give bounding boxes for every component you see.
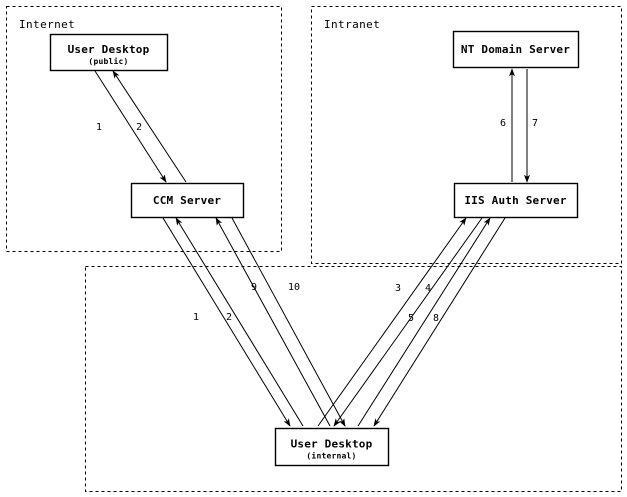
flow-arrow-flow-4 [333, 217, 483, 427]
flow-step-label-flow-7: 7 [532, 118, 538, 129]
flows-layer [94, 68, 530, 427]
node-iis-auth-server[interactable]: IIS Auth Server [453, 182, 579, 219]
flow-arrow-flow-10 [231, 217, 346, 427]
node-nt-domain-server[interactable]: NT Domain Server [452, 30, 580, 69]
flow-arrow-flow-1-internal [162, 217, 291, 427]
flow-step-label-flow-2-public: 2 [136, 122, 142, 133]
node-box-user-desktop-internal[interactable] [274, 427, 390, 467]
node-title-iis-auth-server: IIS Auth Server [464, 194, 567, 207]
zone-boundary-intranet [311, 6, 622, 264]
zone-label-internet: Internet [19, 18, 75, 31]
zone-internal [85, 266, 622, 492]
flow-step-label-flow-5: 5 [408, 313, 414, 324]
node-title-user-desktop-public: User Desktop [68, 43, 150, 56]
node-title-user-desktop-internal: User Desktop [291, 438, 373, 451]
flow-arrow-flow-2-internal [175, 217, 304, 427]
flow-arrow-flow-8 [373, 217, 506, 427]
flow-step-label-flow-1-internal: 1 [193, 312, 199, 323]
node-box-user-desktop-public[interactable] [49, 33, 169, 72]
zone-internet: Internet [6, 6, 282, 252]
zones-layer: Internet Intranet [6, 6, 622, 492]
flow-step-label-flow-1-public: 1 [96, 122, 102, 133]
node-user-desktop-internal[interactable]: User Desktop(internal) [274, 427, 390, 467]
node-subtitle-user-desktop-public: (public) [88, 56, 128, 66]
node-ccm-server[interactable]: CCM Server [130, 182, 245, 219]
zone-label-intranet: Intranet [324, 18, 380, 31]
flow-step-label-flow-9: 9 [251, 282, 257, 293]
flow-step-label-flow-6: 6 [500, 118, 506, 129]
zone-boundary-internet [6, 6, 282, 252]
flow-arrow-flow-9 [215, 217, 331, 427]
node-box-nt-domain-server[interactable] [452, 30, 580, 69]
flow-arrow-flow-1-public [94, 70, 167, 183]
flow-step-label-flow-3: 3 [395, 283, 401, 294]
flow-step-label-flow-4: 4 [425, 283, 431, 294]
node-box-ccm-server[interactable] [130, 182, 245, 219]
zone-intranet: Intranet [311, 6, 622, 264]
flow-arrow-flow-2-public [112, 70, 187, 183]
node-title-nt-domain-server: NT Domain Server [461, 43, 570, 56]
flow-labels-layer: 1 2 6 7 1 2 9 10 3 4 5 8 [96, 118, 538, 324]
flow-arrow-flow-3 [317, 217, 467, 427]
flow-step-label-flow-10: 10 [288, 282, 300, 293]
zone-boundary-internal [85, 266, 622, 492]
node-subtitle-user-desktop-internal: (internal) [306, 451, 356, 461]
flow-step-label-flow-8: 8 [433, 313, 439, 324]
flow-arrow-flow-5 [357, 217, 491, 427]
node-box-iis-auth-server[interactable] [453, 182, 579, 219]
node-user-desktop-public[interactable]: User Desktop(public) [49, 33, 169, 72]
flow-step-label-flow-2-internal: 2 [226, 312, 232, 323]
node-title-ccm-server: CCM Server [153, 194, 221, 207]
